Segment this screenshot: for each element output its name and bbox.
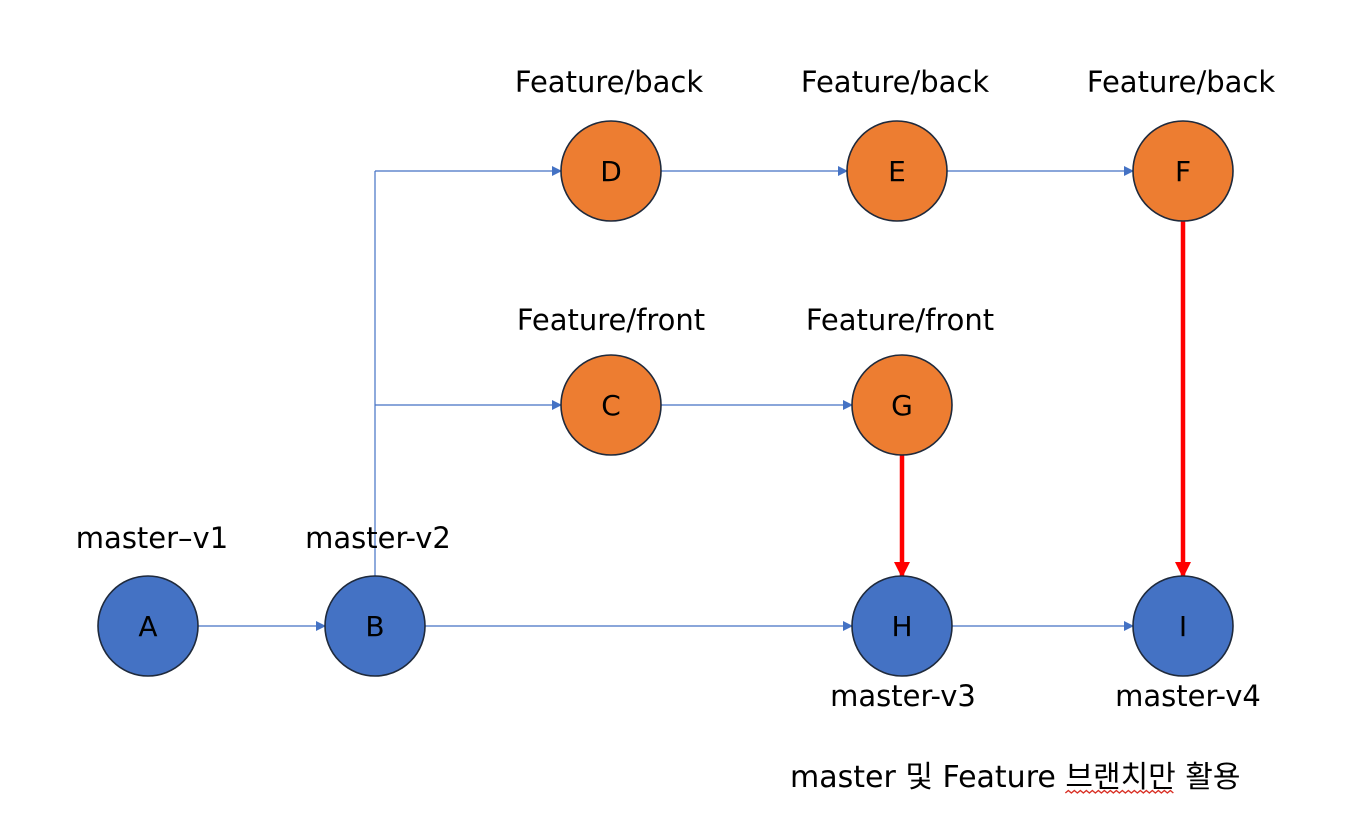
caption-text: master 및 Feature 브랜치만 활용	[790, 760, 1241, 795]
commit-node-g	[851, 354, 953, 456]
caption-group: master 및 Feature 브랜치만 활용	[790, 760, 1241, 795]
commit-node-h	[851, 575, 953, 677]
commit-label-c: C	[601, 389, 621, 422]
branch-tag-h: master-v3	[830, 679, 976, 713]
branch-tag-i: master-v4	[1115, 679, 1261, 713]
branch-tag-c: Feature/front	[517, 303, 705, 337]
commit-label-h: H	[891, 610, 912, 643]
commit-label-d: D	[600, 155, 622, 188]
branch-tag-a: master–v1	[76, 521, 228, 555]
branch-tag-d: Feature/back	[515, 65, 703, 99]
spellcheck-underline	[1064, 789, 1174, 794]
commit-node-c	[560, 354, 662, 456]
branch-tag-e: Feature/back	[801, 65, 989, 99]
edges-layer	[198, 166, 1191, 631]
commit-label-g: G	[891, 389, 913, 422]
commit-label-e: E	[888, 155, 906, 188]
commit-node-e	[846, 120, 948, 222]
branch-tag-f: Feature/back	[1087, 65, 1275, 99]
commit-label-a: A	[138, 610, 157, 643]
commit-node-d	[560, 120, 662, 222]
commit-label-b: B	[365, 610, 384, 643]
commit-label-i: I	[1179, 610, 1187, 643]
commit-node-i	[1132, 575, 1234, 677]
commit-node-b	[324, 575, 426, 677]
commit-label-f: F	[1175, 155, 1191, 188]
branch-tag-b: master-v2	[305, 521, 451, 555]
nodes-layer: A B C D E F G H I	[97, 120, 1234, 677]
commit-node-a	[97, 575, 199, 677]
commit-node-f	[1132, 120, 1234, 222]
branch-tag-g: Feature/front	[806, 303, 994, 337]
branch-tags-layer: master–v1 master-v2 Feature/front Feature/b…	[76, 65, 1276, 713]
